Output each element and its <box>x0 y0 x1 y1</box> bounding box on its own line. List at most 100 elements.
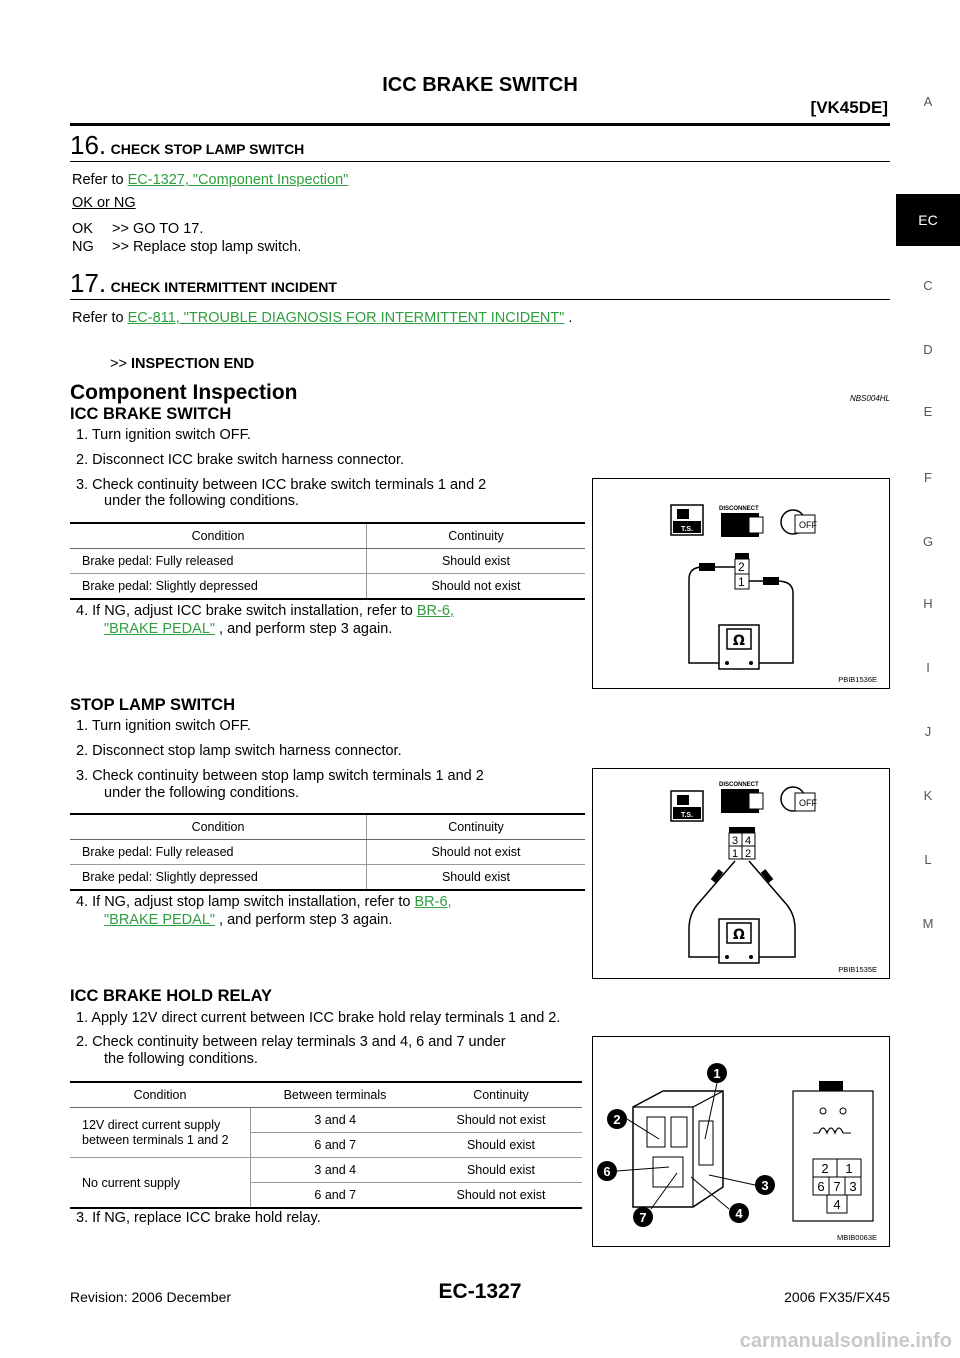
table-cell: Brake pedal: Slightly depressed <box>70 573 367 600</box>
callout-7: 7 <box>639 1210 646 1225</box>
stop-lamp-figure: T.S. DISCONNECT OFF 3 4 1 2 Ω PBIB1535E <box>592 768 890 979</box>
hold-relay-title: ICC BRAKE HOLD RELAY <box>70 987 272 1005</box>
step-16-refer: Refer to EC-1327, "Component Inspection" <box>72 172 348 188</box>
tab-j[interactable]: J <box>924 724 932 739</box>
table-header: Continuity <box>420 1081 582 1108</box>
figure-code: MBIB0063E <box>836 1233 877 1242</box>
tab-h[interactable]: H <box>923 596 933 611</box>
tab-k[interactable]: K <box>923 788 933 803</box>
tab-i[interactable]: I <box>926 660 930 675</box>
brake-step-3-cont: under the following conditions. <box>104 493 300 509</box>
section-title: Component Inspection <box>70 381 298 404</box>
step-17-heading: 17. CHECK INTERMITTENT INCIDENT <box>70 268 337 299</box>
relay-terminal: 3 <box>849 1179 856 1194</box>
stop-step-2: 2. Disconnect stop lamp switch harness c… <box>76 743 402 759</box>
br6-link[interactable]: BR-6, <box>416 603 454 619</box>
relay-step-2-cont: the following conditions. <box>104 1051 258 1067</box>
refer-prefix: Refer to <box>72 172 128 188</box>
engine-label: [VK45DE] <box>810 98 888 117</box>
step-number: 17. <box>70 268 107 298</box>
table-header: Condition <box>70 1081 250 1108</box>
ok-label: OK <box>72 221 93 237</box>
page-title: ICC BRAKE SWITCH <box>382 74 578 96</box>
table-cell: Brake pedal: Fully released <box>70 548 367 574</box>
intermittent-incident-link[interactable]: EC-811, "TROUBLE DIAGNOSIS FOR INTERMITT… <box>127 310 565 326</box>
disconnect-label: DISCONNECT <box>719 506 759 512</box>
table-cell: Brake pedal: Fully released <box>70 839 367 865</box>
stop-step-1: 1. Turn ignition switch OFF. <box>76 718 251 734</box>
brake-step-4-cont: "BRAKE PEDAL" , and perform step 3 again… <box>104 621 392 637</box>
terminal-2: 2 <box>738 560 745 574</box>
callout-2: 2 <box>613 1112 620 1127</box>
table-cell: Should exist <box>366 864 585 891</box>
table-cell: Should not exist <box>366 839 585 865</box>
callout-3: 3 <box>761 1178 768 1193</box>
table-header: Continuity <box>366 813 585 840</box>
section-code: NBS004HL <box>849 394 890 403</box>
off-label: OFF <box>799 520 817 530</box>
step-title: CHECK INTERMITTENT INCIDENT <box>110 279 337 295</box>
relay-terminal: 6 <box>817 1179 824 1194</box>
brake-switch-figure: T.S. DISCONNECT OFF 2 1 Ω PBIB1536E <box>592 478 890 689</box>
brake-switch-title: ICC BRAKE SWITCH <box>70 405 232 423</box>
tab-f[interactable]: F <box>924 470 932 485</box>
ts-label: T.S. <box>681 812 693 819</box>
ok-action: >> GO TO 17. <box>112 221 204 237</box>
table-cell: Should not exist <box>420 1182 582 1209</box>
terminal-1: 1 <box>738 575 745 589</box>
table-header: Condition <box>70 813 367 840</box>
step-16-heading: 16. CHECK STOP LAMP SWITCH <box>70 130 304 161</box>
table-cell: Should exist <box>420 1157 582 1183</box>
tab-m[interactable]: M <box>922 916 934 931</box>
step-text: , and perform step 3 again. <box>215 621 393 637</box>
br6-link[interactable]: BR-6, <box>414 894 452 910</box>
tab-a[interactable]: A <box>923 94 933 109</box>
callout-1: 1 <box>713 1066 720 1081</box>
end-prefix: >> <box>110 356 127 372</box>
table-header: Continuity <box>366 522 585 549</box>
table-cell: Should not exist <box>420 1107 582 1133</box>
relay-step-3: 3. If NG, replace ICC brake hold relay. <box>76 1210 321 1226</box>
tab-d[interactable]: D <box>923 342 933 357</box>
callout-4: 4 <box>735 1206 743 1221</box>
brake-pedal-link[interactable]: "BRAKE PEDAL" <box>104 621 216 637</box>
tab-ec[interactable]: EC <box>896 194 960 246</box>
figure-code: PBIB1536E <box>838 675 877 684</box>
tab-e[interactable]: E <box>923 404 933 419</box>
table-cell: Should not exist <box>366 573 585 600</box>
inspection-end: >> INSPECTION END <box>110 356 254 372</box>
terminal-1: 1 <box>732 848 738 860</box>
relay-step-1: 1. Apply 12V direct current between ICC … <box>76 1010 561 1026</box>
tab-g[interactable]: G <box>922 534 934 549</box>
ohm-icon: Ω <box>733 927 745 943</box>
end-text: INSPECTION END <box>130 356 255 372</box>
step-title: CHECK STOP LAMP SWITCH <box>110 141 305 157</box>
stop-step-3-cont: under the following conditions. <box>104 785 300 801</box>
stop-step-3: 3. Check continuity between stop lamp sw… <box>76 768 484 784</box>
brake-pedal-link[interactable]: "BRAKE PEDAL" <box>104 912 216 928</box>
step-text: 4. If NG, adjust stop lamp switch instal… <box>76 894 415 910</box>
page-number: EC-1327 <box>438 1280 522 1303</box>
table-cell: 3 and 4 <box>249 1157 420 1183</box>
model-label: 2006 FX35/FX45 <box>784 1289 890 1305</box>
brake-switch-table: Condition Continuity Brake pedal: Fully … <box>70 522 585 600</box>
brake-step-1: 1. Turn ignition switch OFF. <box>76 427 251 443</box>
tab-c[interactable]: C <box>923 278 933 293</box>
table-cell: 6 and 7 <box>249 1132 420 1158</box>
table-cell: 3 and 4 <box>249 1107 420 1133</box>
ng-label: NG <box>72 239 94 255</box>
table-header: Between terminals <box>250 1081 420 1108</box>
step-number: 16. <box>70 130 107 160</box>
table-cell: No current supply <box>70 1157 250 1209</box>
refer-suffix: . <box>564 310 573 326</box>
step-text: , and perform step 3 again. <box>215 912 393 928</box>
hold-relay-figure: 1 2 6 3 7 4 2 1 6 7 3 4 MBIB006 <box>592 1036 890 1247</box>
stop-step-4: 4. If NG, adjust stop lamp switch instal… <box>76 894 586 910</box>
stop-step-4-cont: "BRAKE PEDAL" , and perform step 3 again… <box>104 912 392 928</box>
ng-result: NG >> Replace stop lamp switch. <box>72 239 301 255</box>
tab-l[interactable]: L <box>924 852 932 867</box>
relay-step-2: 2. Check continuity between relay termin… <box>76 1034 506 1050</box>
ng-action: >> Replace stop lamp switch. <box>112 239 302 255</box>
component-inspection-link[interactable]: EC-1327, "Component Inspection" <box>127 172 349 188</box>
stop-lamp-table: Condition Continuity Brake pedal: Fully … <box>70 813 585 891</box>
